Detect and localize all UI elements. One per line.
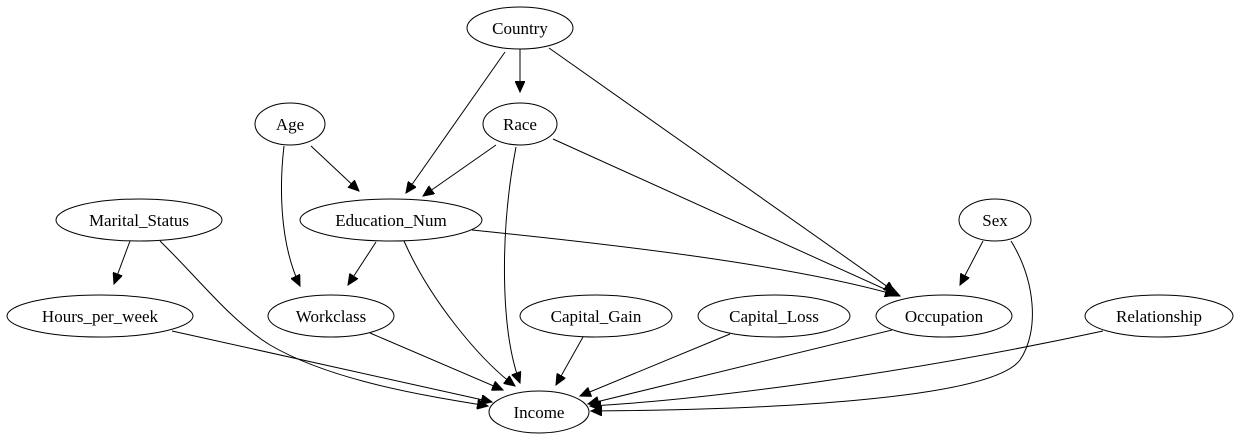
edge-marital-status-to-hours-per-week — [114, 240, 131, 284]
edge-capital-gain-to-income — [556, 336, 584, 385]
edge-age-to-workclass — [281, 145, 300, 286]
edge-education-num-to-workclass — [348, 241, 377, 285]
edge-hours-per-week-to-income — [171, 330, 492, 402]
edge-education-num-to-occupation — [471, 229, 896, 295]
node-relationship: Relationship — [1084, 294, 1234, 338]
node-capital-gain: Capital_Gain — [519, 294, 673, 338]
node-ellipse — [254, 102, 326, 146]
node-capital-loss: Capital_Loss — [697, 294, 851, 338]
edge-age-to-education-num — [310, 145, 359, 191]
edge-sex-to-income — [591, 240, 1033, 411]
node-label: Education_Num — [335, 211, 446, 230]
node-ellipse — [697, 294, 851, 338]
node-income: Income — [488, 390, 590, 434]
node-label: Country — [492, 19, 548, 38]
node-education-num: Education_Num — [299, 198, 483, 242]
node-ellipse — [1084, 294, 1234, 338]
edge-country-to-occupation — [548, 47, 895, 292]
node-ellipse — [6, 294, 194, 338]
node-label: Capital_Loss — [729, 307, 819, 326]
node-occupation: Occupation — [875, 294, 1013, 338]
node-label: Age — [276, 115, 304, 134]
node-ellipse — [958, 198, 1032, 242]
node-marital-status: Marital_Status — [55, 198, 223, 242]
edge-relationship-to-income — [590, 330, 1104, 406]
edge-occupation-to-income — [588, 329, 893, 404]
node-label: Sex — [982, 211, 1008, 230]
edge-capital-loss-to-income — [580, 333, 731, 396]
node-label: Capital_Gain — [551, 307, 642, 326]
node-ellipse — [267, 294, 395, 338]
node-label: Relationship — [1116, 307, 1202, 326]
edge-education-num-to-income — [403, 240, 515, 386]
edge-workclass-to-income — [369, 332, 503, 390]
node-country: Country — [466, 6, 574, 50]
node-label: Workclass — [296, 307, 366, 326]
edges-layer — [114, 47, 1104, 411]
node-ellipse — [55, 198, 223, 242]
edge-race-to-occupation — [552, 138, 900, 296]
node-label: Hours_per_week — [42, 307, 159, 326]
edge-sex-to-occupation — [960, 240, 984, 285]
node-hours-per-week: Hours_per_week — [6, 294, 194, 338]
node-ellipse — [488, 390, 590, 434]
node-sex: Sex — [958, 198, 1032, 242]
edge-country-to-education-num — [406, 51, 506, 193]
node-ellipse — [299, 198, 483, 242]
node-label: Race — [503, 115, 537, 134]
node-ellipse — [875, 294, 1013, 338]
node-age: Age — [254, 102, 326, 146]
node-label: Occupation — [905, 307, 984, 326]
edge-race-to-income — [504, 146, 520, 383]
edge-race-to-education-num — [423, 144, 497, 196]
node-ellipse — [482, 102, 558, 146]
node-race: Race — [482, 102, 558, 146]
node-ellipse — [466, 6, 574, 50]
node-label: Marital_Status — [89, 211, 189, 230]
node-label: Income — [514, 403, 565, 422]
node-ellipse — [519, 294, 673, 338]
node-workclass: Workclass — [267, 294, 395, 338]
edge-marital-status-to-income — [159, 240, 488, 406]
